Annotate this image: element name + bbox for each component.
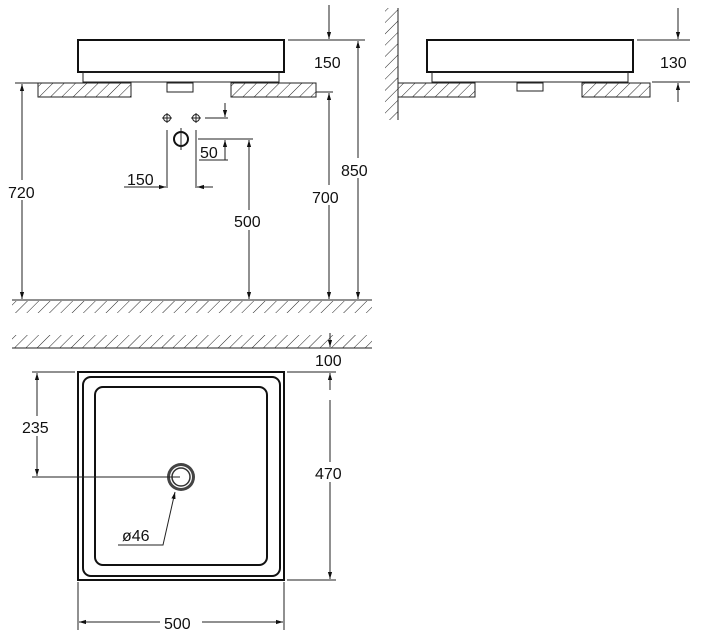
drain-icon [167,463,195,491]
top-view: 100 235 470 ø46 500 [12,333,372,634]
supply-connection-right [191,113,201,123]
dim-supply-spacing: 150 [127,172,154,189]
basin-body [77,39,285,73]
dim-drain-height: 500 [234,214,261,231]
countertop-right [230,82,317,98]
side-view: 130 [385,8,690,120]
basin-outline [77,371,285,581]
waste-connection [173,128,189,150]
dim-depth: 470 [315,466,342,483]
supply-connection-left [162,113,172,123]
basin-base [82,71,280,83]
side-basin-body [426,39,634,73]
dim-drain-offset: 235 [22,420,49,437]
dim-wall-distance: 100 [315,353,342,370]
dim-drain-diameter: ø46 [122,528,150,545]
dim-width: 500 [164,616,191,633]
basin-bowl [94,386,268,566]
dim-side-basin-height: 130 [660,55,687,72]
dim-700: 700 [312,190,339,207]
countertop-left [37,82,132,98]
floor-hatch [12,301,372,313]
dim-supply-offset: 50 [200,145,218,162]
wall-hatch-top [12,335,372,348]
dim-basin-height: 150 [314,55,341,72]
drain-stub [166,82,194,93]
front-view: 150 720 700 850 50 150 [6,5,375,313]
dim-850: 850 [341,163,368,180]
dim-720: 720 [8,185,35,202]
wall-hatch [385,8,398,120]
